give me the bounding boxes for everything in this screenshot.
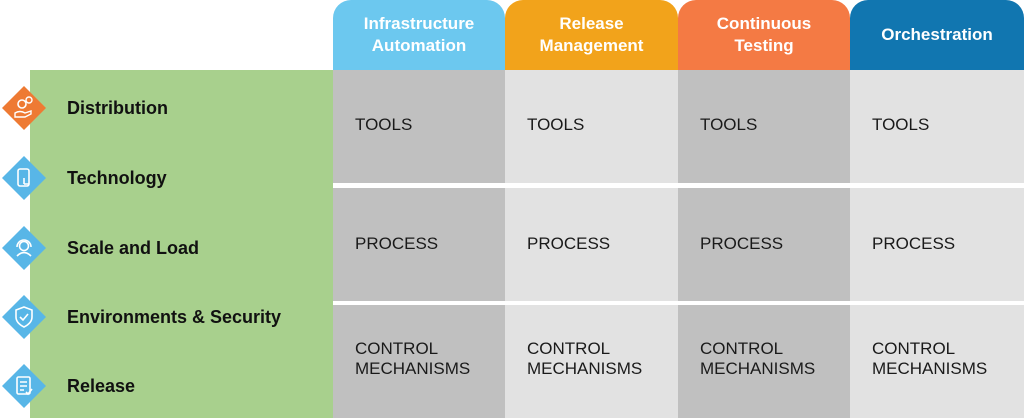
cell-label: PROCESS [527, 234, 611, 253]
column-header-label: Continuous Testing [716, 14, 812, 55]
category-label: Distribution [67, 98, 168, 118]
cell-label: CONTROL MECHANISMS [527, 339, 643, 378]
column-header-label: Release Management [539, 14, 644, 55]
column-header-orchestration: Orchestration [850, 0, 1024, 70]
cell-label: TOOLS [527, 115, 585, 134]
cell-tools-infrastructure: TOOLS [333, 70, 505, 183]
column-header-infrastructure-automation: Infrastructure Automation [333, 0, 505, 70]
document-check-icon [2, 364, 46, 408]
cell-label: PROCESS [355, 234, 439, 253]
cell-process-release: PROCESS [505, 188, 678, 301]
cell-process-infrastructure: PROCESS [333, 188, 505, 301]
person-headset-icon [2, 226, 46, 270]
cell-label: TOOLS [872, 115, 930, 134]
column-header-continuous-testing: Continuous Testing [678, 0, 850, 70]
gears-hand-icon [2, 86, 46, 130]
category-release: Release [0, 358, 330, 414]
cell-label: TOOLS [355, 115, 413, 134]
cell-label: PROCESS [700, 234, 784, 253]
category-distribution: Distribution [0, 80, 330, 136]
cell-control-infrastructure: CONTROL MECHANISMS [333, 305, 505, 418]
cell-label: PROCESS [872, 234, 956, 253]
category-label: Scale and Load [67, 238, 200, 258]
cell-tools-testing: TOOLS [678, 70, 850, 183]
column-header-label: Orchestration [881, 25, 993, 44]
category-panel [30, 70, 333, 418]
cell-label: TOOLS [700, 115, 758, 134]
shield-check-icon [2, 295, 46, 339]
cell-control-release: CONTROL MECHANISMS [505, 305, 678, 418]
cell-tools-release: TOOLS [505, 70, 678, 183]
cell-process-testing: PROCESS [678, 188, 850, 301]
cell-label: CONTROL MECHANISMS [700, 339, 816, 378]
category-label: Technology [67, 168, 167, 188]
category-environments-security: Environments & Security [0, 289, 330, 345]
cell-tools-orchestration: TOOLS [850, 70, 1024, 183]
cell-control-testing: CONTROL MECHANISMS [678, 305, 850, 418]
cell-label: CONTROL MECHANISMS [355, 339, 471, 378]
mobile-touch-icon [2, 156, 46, 200]
cell-control-orchestration: CONTROL MECHANISMS [850, 305, 1024, 418]
category-scale-and-load: Scale and Load [0, 220, 330, 276]
cell-process-orchestration: PROCESS [850, 188, 1024, 301]
cell-label: CONTROL MECHANISMS [872, 339, 988, 378]
category-label: Release [67, 376, 136, 396]
column-header-release-management: Release Management [505, 0, 678, 70]
column-header-label: Infrastructure Automation [363, 14, 475, 55]
category-label: Environments & Security [67, 307, 282, 327]
category-technology: Technology [0, 150, 330, 206]
